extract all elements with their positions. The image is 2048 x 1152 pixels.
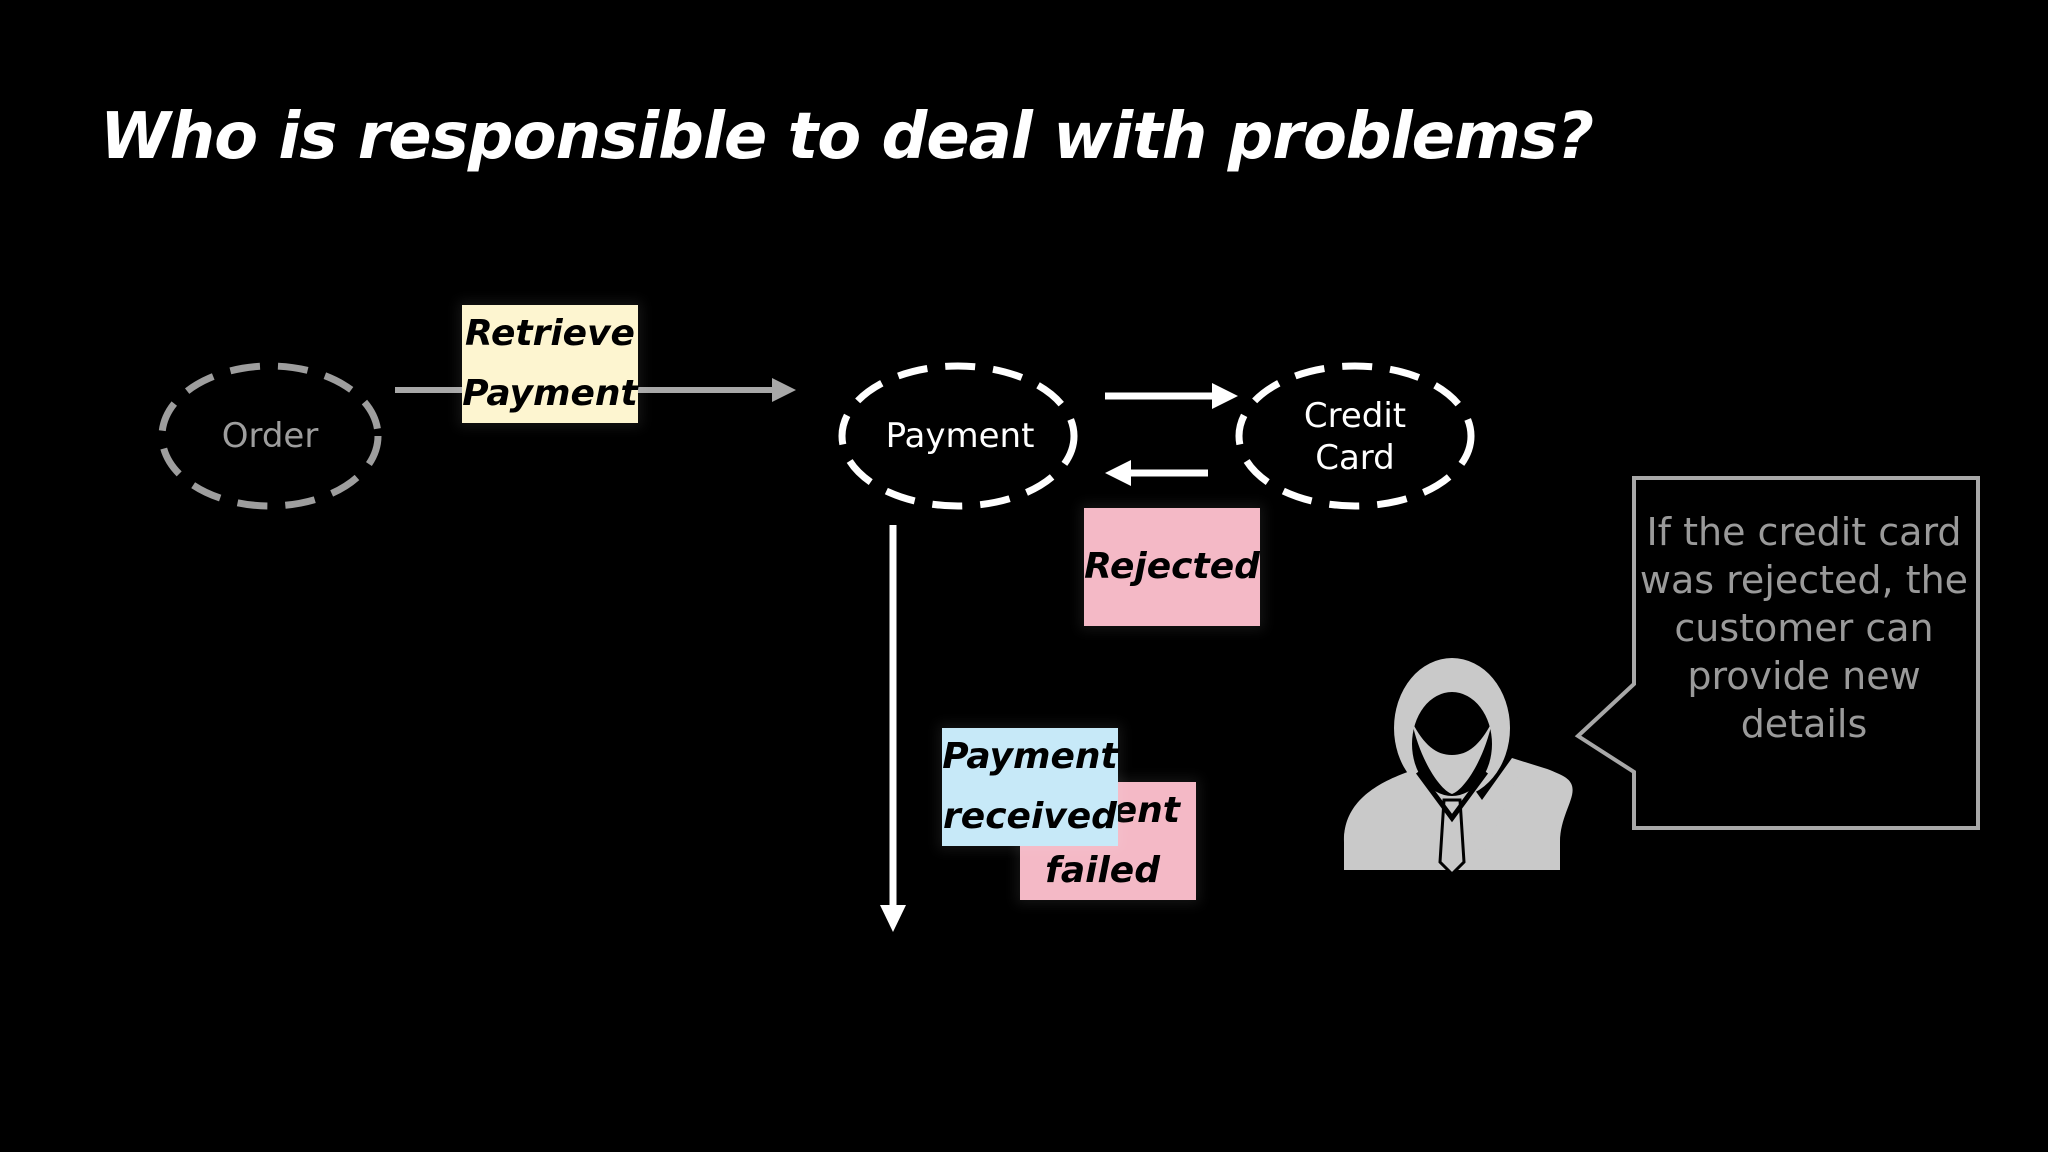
sticky-rejected: Rejected: [1084, 508, 1260, 626]
order-to-payment-arrowhead: [772, 378, 796, 402]
order-node: [158, 362, 382, 510]
order-label: Order: [221, 416, 319, 456]
credit-card-label-line1: Credit: [1303, 396, 1407, 436]
sticky-payment-received: Payment received: [942, 728, 1118, 846]
sticky-payment-received-line2: received: [943, 796, 1117, 837]
card-to-payment-arrowhead: [1105, 460, 1131, 486]
credit-card-label: Credit Card: [1265, 395, 1445, 479]
credit-card-label-line2: Card: [1315, 438, 1395, 478]
payment-to-card-arrowhead: [1212, 383, 1238, 409]
payment-down-arrowhead: [880, 905, 906, 932]
speech-callout: [1574, 476, 1980, 830]
payment-label: Payment: [885, 416, 1035, 456]
sticky-payment-received-line1: Payment: [942, 736, 1118, 777]
sticky-retrieve-payment-line2: Payment: [462, 373, 638, 414]
credit-card-node: [1235, 362, 1475, 510]
sticky-payment-failed-line2: failed: [1045, 850, 1160, 891]
sticky-retrieve-payment-line1: Retrieve: [465, 313, 635, 354]
slide-title: Who is responsible to deal with problems…: [100, 100, 1594, 174]
callout-text: If the credit card was rejected, the cus…: [1639, 510, 1969, 746]
payment-node: [838, 362, 1078, 510]
sticky-retrieve-payment: Retrieve Payment: [462, 305, 638, 423]
person-icon: [1344, 658, 1573, 877]
